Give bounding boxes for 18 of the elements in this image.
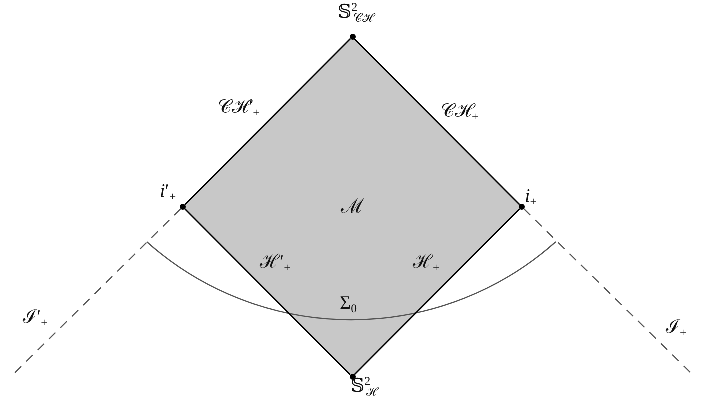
spacetime-region bbox=[183, 37, 522, 377]
edge-label: ℋ′$_{+}$ bbox=[260, 252, 291, 275]
vertex-label: i′$_{+}$ bbox=[160, 181, 176, 204]
boundary-line bbox=[354, 38, 520, 206]
boundary-line bbox=[354, 208, 520, 376]
vertex-dot bbox=[519, 204, 525, 210]
vertex-label: i$_{+}$ bbox=[525, 186, 537, 209]
edge-label: ℋ$_{+}$ bbox=[413, 252, 440, 275]
edge-label: ℐ′$_{+}$ bbox=[23, 307, 48, 330]
edge-label: 𝒞ℋ$_{+}$ bbox=[441, 101, 479, 124]
vertex-dot bbox=[180, 204, 186, 210]
boundary-line bbox=[184, 208, 351, 376]
vertex-dot bbox=[350, 34, 356, 40]
edge-label: ℐ$_{+}$ bbox=[666, 317, 687, 340]
region-label: ℳ bbox=[341, 195, 364, 219]
boundary-line bbox=[184, 38, 351, 206]
edge-label: 𝒞ℋ′$_{+}$ bbox=[218, 97, 260, 120]
curve-label: Σ$_{0}$ bbox=[340, 293, 357, 316]
